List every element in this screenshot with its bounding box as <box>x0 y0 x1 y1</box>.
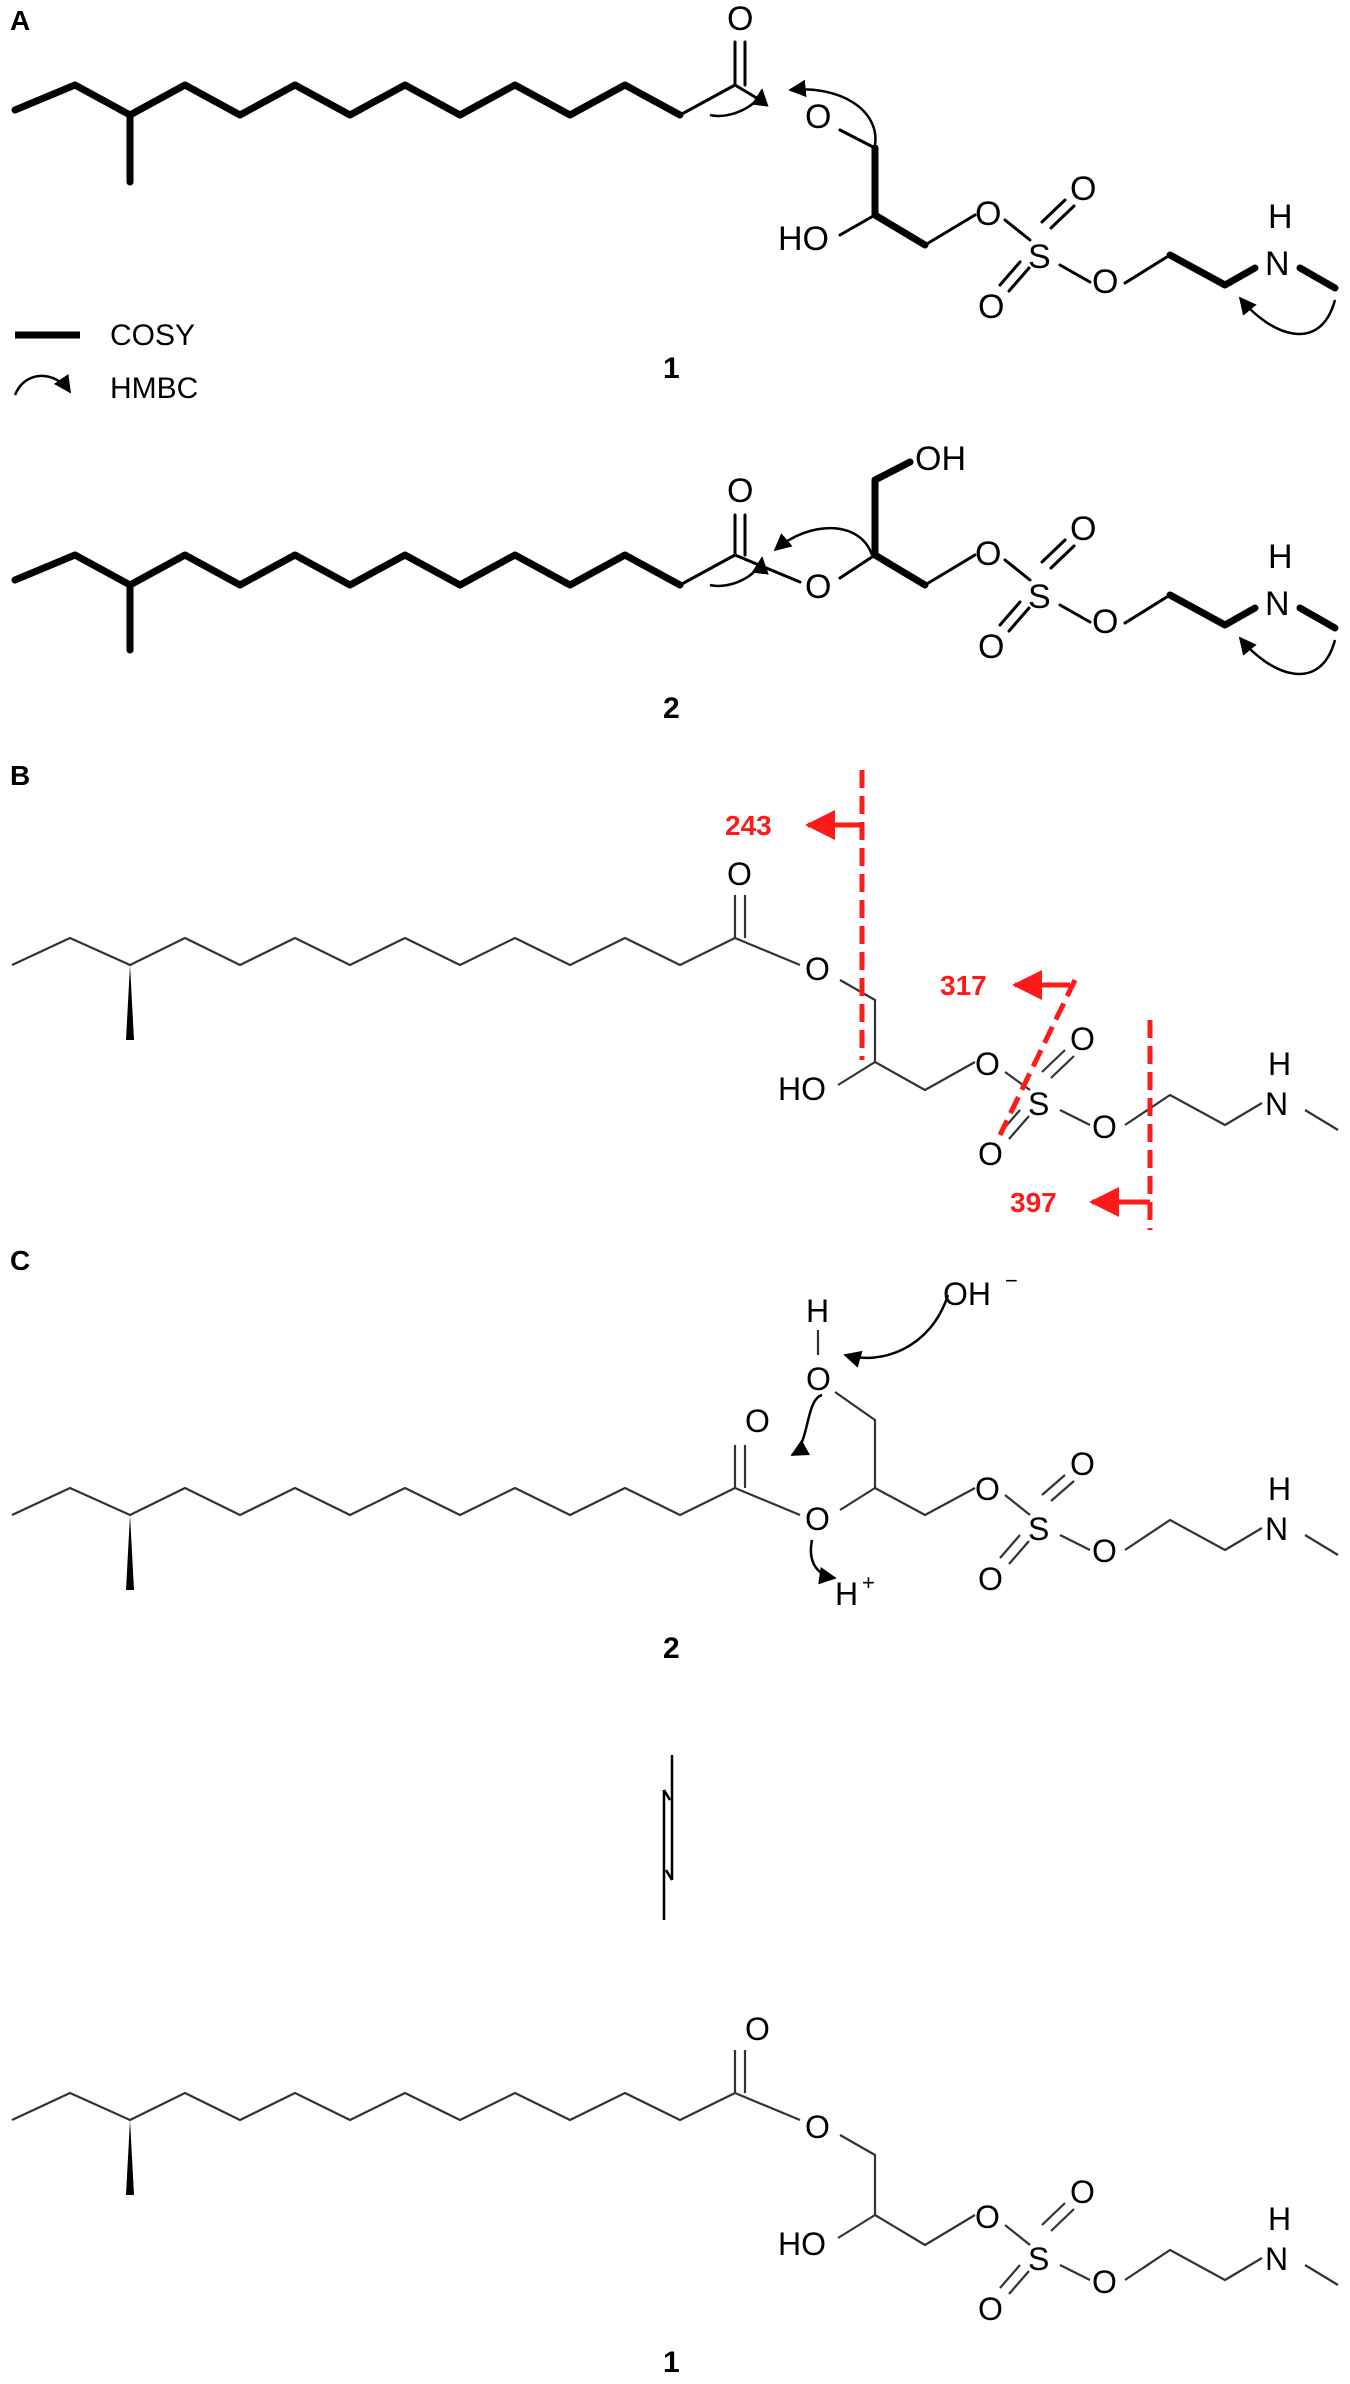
structure-c-2 <box>11 1330 1339 1565</box>
compound-label-1-c: 1 <box>663 2346 680 2379</box>
atom-o: O <box>1070 1021 1095 1057</box>
fragment-label-397: 397 <box>1010 1187 1057 1218</box>
atom-h: H <box>1268 2201 1291 2237</box>
atom-carbonyl-o: O <box>727 0 753 38</box>
compound-label-2-c: 2 <box>663 1632 680 1665</box>
atoms-b: O O HO O S O O O N H <box>727 856 1291 1172</box>
atom-carbonyl-o: O <box>745 1403 770 1439</box>
cleavage-line-317 <box>997 978 1078 1137</box>
atom-h: H <box>1268 1471 1291 1507</box>
panel-label-c: C <box>10 1245 30 1276</box>
atom-o: O <box>1070 170 1096 208</box>
atom-o: O <box>1092 1533 1117 1569</box>
atom-h: H <box>806 1293 829 1329</box>
atom-h: H <box>1268 1046 1291 1082</box>
mechanism-arrows <box>790 1294 950 1585</box>
atom-ester-o: O <box>805 2109 830 2145</box>
atom-o: O <box>975 2199 1000 2235</box>
atom-o: O <box>975 195 1001 233</box>
atom-n: N <box>1265 1086 1288 1122</box>
stereo-wedge-b <box>126 965 134 1040</box>
compound-label-1: 1 <box>663 352 680 385</box>
atom-o: O <box>975 1046 1000 1082</box>
compound-label-2: 2 <box>663 692 680 725</box>
atom-s: S <box>1028 1511 1049 1547</box>
atom-carbonyl-o: O <box>727 472 753 510</box>
atom-ester-o: O <box>805 98 831 136</box>
atom-o: O <box>1092 2264 1117 2300</box>
hmbc-arrows-a-2 <box>709 526 1337 676</box>
atom-n: N <box>1265 585 1290 623</box>
equilibrium-arrows-icon <box>662 1755 674 1920</box>
atoms-c-1: O O HO O S O O O N H <box>745 2011 1291 2327</box>
fragmentation-marks <box>805 770 1153 1230</box>
atom-h: H <box>1268 538 1293 576</box>
structure-a-2 <box>11 458 1339 654</box>
atoms-a-2: O O OH O S O O O N H <box>727 440 1293 666</box>
atom-n: N <box>1265 1511 1288 1547</box>
hmbc-arrows-a-1 <box>709 79 1337 336</box>
atom-o: O <box>1070 510 1096 548</box>
charge-minus: − <box>1005 1268 1018 1293</box>
atom-hydroxyl: HO <box>778 220 829 258</box>
panel-label-a: A <box>10 5 30 36</box>
atom-o: O <box>975 535 1001 573</box>
atom-hydroxyl: OH <box>915 440 966 478</box>
atom-o: O <box>1070 1446 1095 1482</box>
structure-a-1 <box>11 40 1339 293</box>
atoms-c-2: OH − H O O O O S O O O N H H + <box>745 1268 1291 1612</box>
atom-o: O <box>1092 263 1118 301</box>
atom-ester-o: O <box>805 1501 830 1537</box>
atom-s: S <box>1028 578 1051 616</box>
legend-hmbc-label: HMBC <box>110 372 198 405</box>
atom-hydroxide: OH <box>943 1276 991 1312</box>
atom-n: N <box>1265 245 1290 283</box>
atom-n: N <box>1265 2241 1288 2277</box>
atom-s: S <box>1028 238 1051 276</box>
structure-c-1 <box>11 2050 1339 2295</box>
charge-plus: + <box>862 1570 875 1595</box>
legend-cosy-label: COSY <box>110 319 195 352</box>
legend: COSY HMBC <box>13 319 198 405</box>
panel-label-b: B <box>10 760 30 791</box>
atom-s: S <box>1028 2241 1049 2277</box>
stereo-wedge-c-2 <box>126 1515 134 1590</box>
atom-proton: H <box>835 1576 858 1612</box>
atom-o: O <box>978 288 1004 326</box>
atom-ester-o: O <box>805 568 831 606</box>
atom-o: O <box>1092 603 1118 641</box>
atom-hydroxyl: HO <box>778 2226 826 2262</box>
stereo-wedge-c-1 <box>126 2120 134 2195</box>
fragment-label-243: 243 <box>725 810 772 841</box>
atom-o: O <box>975 1471 1000 1507</box>
structure-b <box>11 895 1339 1140</box>
atom-h: H <box>1268 198 1293 236</box>
atom-o: O <box>1092 1109 1117 1145</box>
atom-o: O <box>978 2291 1003 2327</box>
atom-o: O <box>1070 2174 1095 2210</box>
fragment-label-317: 317 <box>940 970 987 1001</box>
atom-hydroxyl: HO <box>778 1071 826 1107</box>
atom-carbonyl-o: O <box>727 856 752 892</box>
atom-o: O <box>978 1136 1003 1172</box>
atom-hydroxyl-o: O <box>806 1361 831 1397</box>
atom-s: S <box>1028 1086 1049 1122</box>
atom-ester-o: O <box>805 951 830 987</box>
atom-o: O <box>978 1561 1003 1597</box>
hmbc-legend-arrow-icon <box>13 374 72 396</box>
atoms-a-1: O O HO O S O O O N H <box>727 0 1293 326</box>
atom-o: O <box>978 628 1004 666</box>
atom-carbonyl-o: O <box>745 2011 770 2047</box>
